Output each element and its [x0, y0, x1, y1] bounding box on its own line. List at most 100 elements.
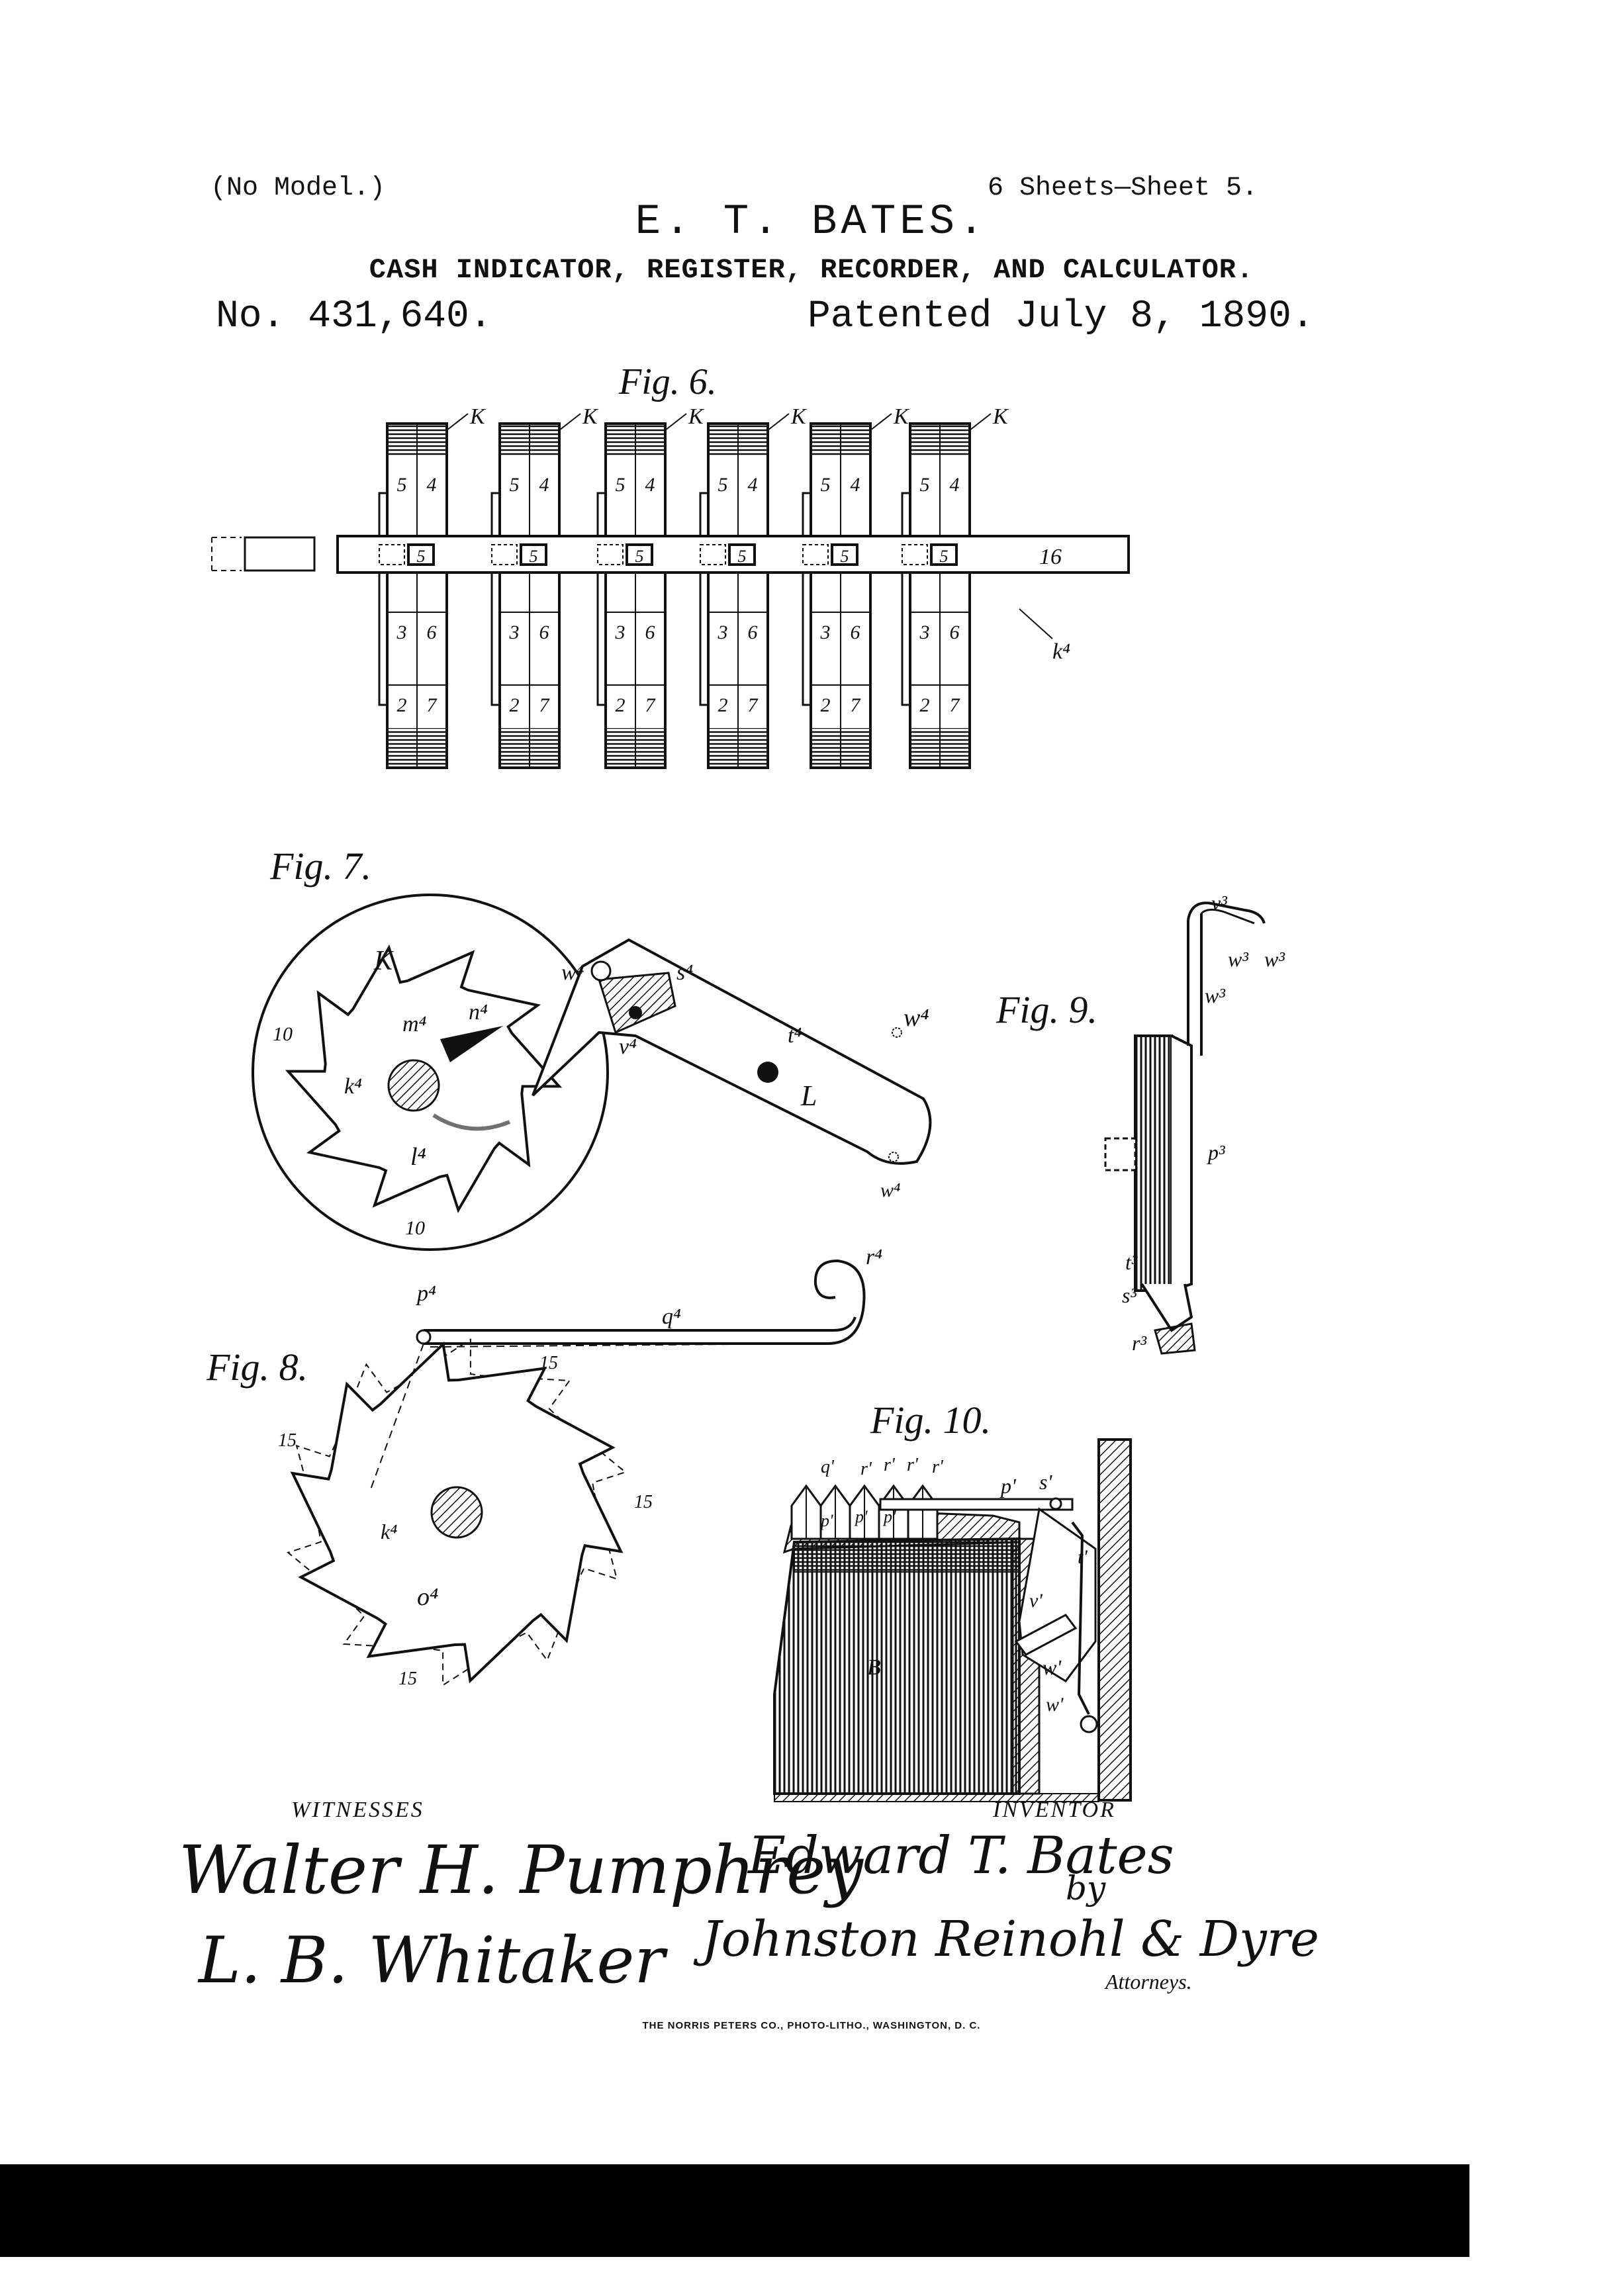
fig7-label-t4: t⁴ — [788, 1023, 802, 1048]
fig7-label-10a: 10 — [273, 1023, 293, 1045]
attorneys-label: Attorneys. — [1104, 1970, 1192, 1994]
fig8-label-15d: 15 — [398, 1669, 417, 1689]
witness-signature-1: Walter H. Pumphrey — [179, 1831, 864, 1909]
fig6-shaft-label: k⁴ — [1052, 639, 1070, 664]
patent-title: CASH INDICATOR, REGISTER, RECORDER, AND … — [369, 254, 1254, 286]
figure-8: Fig. 8. p⁴ q⁴ r⁴ 15 15 15 15 k⁴ o⁴ — [206, 1245, 882, 1689]
fig9-label-r3: r³ — [1132, 1331, 1146, 1355]
fig6-digit: 6 — [851, 621, 860, 643]
attorneys-signature: Johnston Reinohl & Dyre — [693, 1911, 1319, 1968]
fig6-digit: 6 — [539, 621, 549, 643]
fig10-label-r1d: r' — [932, 1457, 944, 1477]
fig6-digit: 7 — [851, 694, 862, 716]
fig6-digit: 6 — [427, 621, 437, 643]
fig6-digit: 5 — [510, 474, 520, 496]
figure-9: Fig. 9. v³ w³ w³ w³ p³ t³ s³ r³ — [996, 891, 1285, 1355]
fig6-digit: 3 — [820, 621, 831, 643]
fig8-ratchet-outline — [287, 1338, 627, 1687]
fig6-wheel-label: K — [469, 404, 487, 429]
fig10-lever — [879, 1498, 1074, 1511]
fig10-block-b — [773, 1537, 1021, 1795]
fig6-window-digit: 5 — [417, 547, 426, 566]
fig6-window — [728, 543, 756, 566]
patent-date: Patented July 8, 1890. — [808, 295, 1315, 338]
fig8-label-k4: k⁴ — [381, 1520, 397, 1543]
fig6-digit: 7 — [950, 694, 961, 716]
fig6-digit: 4 — [645, 474, 655, 496]
fig6-window — [831, 543, 858, 566]
fig9-label-w3: w³ — [1228, 947, 1248, 971]
inventor-signature: Edward T. Bates — [747, 1826, 1174, 1886]
fig7-caption: Fig. 7. — [269, 845, 371, 888]
fig6-digit: 4 — [748, 474, 758, 496]
fig6-digit: 6 — [950, 621, 960, 643]
fig10-label-p1a: p' — [819, 1511, 833, 1530]
fig10-key-row — [790, 1484, 939, 1540]
fig9-caption: Fig. 9. — [996, 988, 1097, 1031]
fig10-label-b: B — [867, 1655, 881, 1680]
fig6-digit: 3 — [396, 621, 407, 643]
printer-credit: THE NORRIS PETERS CO., PHOTO-LITHO., WAS… — [642, 2020, 981, 2031]
fig8-label-p4: p⁴ — [416, 1281, 436, 1306]
sheet-number: 6 Sheets—Sheet 5. — [988, 173, 1258, 203]
fig6-digit: 6 — [748, 621, 758, 643]
fig6-window-digit: 5 — [940, 547, 949, 566]
fig8-label-15c: 15 — [634, 1492, 653, 1512]
fig6-wheel-label: K — [582, 404, 599, 429]
fig10-label-p1d: p' — [999, 1474, 1017, 1498]
fig9-label-w3b: w³ — [1264, 947, 1285, 971]
fig6-digit: 7 — [645, 694, 657, 716]
fig10-label-r1a: r' — [860, 1459, 872, 1479]
figure-7: Fig. 7. K w⁴ s⁴ m⁴ n⁴ v⁴ t⁴ w⁴ L k⁴ 10 l… — [252, 845, 932, 1251]
fig9-label-v3: v³ — [1211, 891, 1227, 915]
fig6-digit: 2 — [821, 694, 831, 716]
fig6-digit: 4 — [851, 474, 860, 496]
fig7-label-w4c: w⁴ — [880, 1179, 900, 1201]
fig6-digit: 6 — [645, 621, 655, 643]
no-model-note: (No Model.) — [210, 173, 386, 203]
fig6-bar-label: 16 — [1039, 545, 1062, 569]
figure-10: Fig. 10. q' r' r' r' r' p' p' p' p' s' t… — [773, 1399, 1132, 1802]
fig10-label-p1b: p' — [854, 1507, 868, 1526]
fig6-digit: 2 — [718, 694, 728, 716]
fig8-label-q4: q⁴ — [662, 1305, 681, 1329]
fig10-label-w1b: w' — [1046, 1694, 1064, 1716]
fig7-label-k: K — [373, 946, 394, 976]
fig6-digit: 5 — [718, 474, 728, 496]
fig6-wheel-label: K — [992, 404, 1009, 429]
fig6-window — [407, 543, 435, 566]
fig8-label-15b: 15 — [278, 1430, 297, 1451]
fig8-label-r4: r⁴ — [866, 1245, 882, 1269]
fig10-label-t1: t' — [1078, 1546, 1088, 1568]
fig6-bar-end — [244, 536, 316, 572]
fig8-label-15a: 15 — [539, 1353, 558, 1373]
fig8-caption: Fig. 8. — [206, 1346, 308, 1389]
fig6-digit: 3 — [718, 621, 728, 643]
fig10-label-w1: w' — [1043, 1655, 1062, 1679]
by-label: by — [1066, 1869, 1106, 1907]
fig6-window-digit: 5 — [635, 547, 644, 566]
fig6-window-digit: 5 — [841, 547, 849, 566]
inventor-name-header: E. T. BATES. — [635, 199, 988, 246]
fig6-digit: 7 — [427, 694, 438, 716]
patent-number: No. 431,640. — [216, 295, 492, 338]
fig6-digit: 4 — [950, 474, 960, 496]
fig9-label-s3: s³ — [1122, 1283, 1136, 1307]
fig6-digit: 7 — [748, 694, 759, 716]
fig10-label-q1: q' — [821, 1457, 835, 1477]
fig10-label-r1b: r' — [884, 1455, 896, 1475]
fig7-label-10b: 10 — [405, 1217, 425, 1239]
fig6-digit: 5 — [920, 474, 930, 496]
fig7-label-m4: m⁴ — [402, 1012, 427, 1036]
fig10-label-r1c: r' — [907, 1455, 919, 1475]
scan-black-band — [0, 2164, 1469, 2257]
fig10-caption: Fig. 10. — [870, 1399, 991, 1442]
fig6-digit: 7 — [539, 694, 551, 716]
fig6-window — [520, 543, 547, 566]
fig6-wheel-label: K — [790, 404, 808, 429]
fig6-digit: 4 — [539, 474, 549, 496]
fig10-label-s1: s' — [1039, 1470, 1052, 1494]
fig10-label-p1c: p' — [882, 1507, 896, 1526]
fig9-label-t3: t³ — [1125, 1250, 1138, 1274]
